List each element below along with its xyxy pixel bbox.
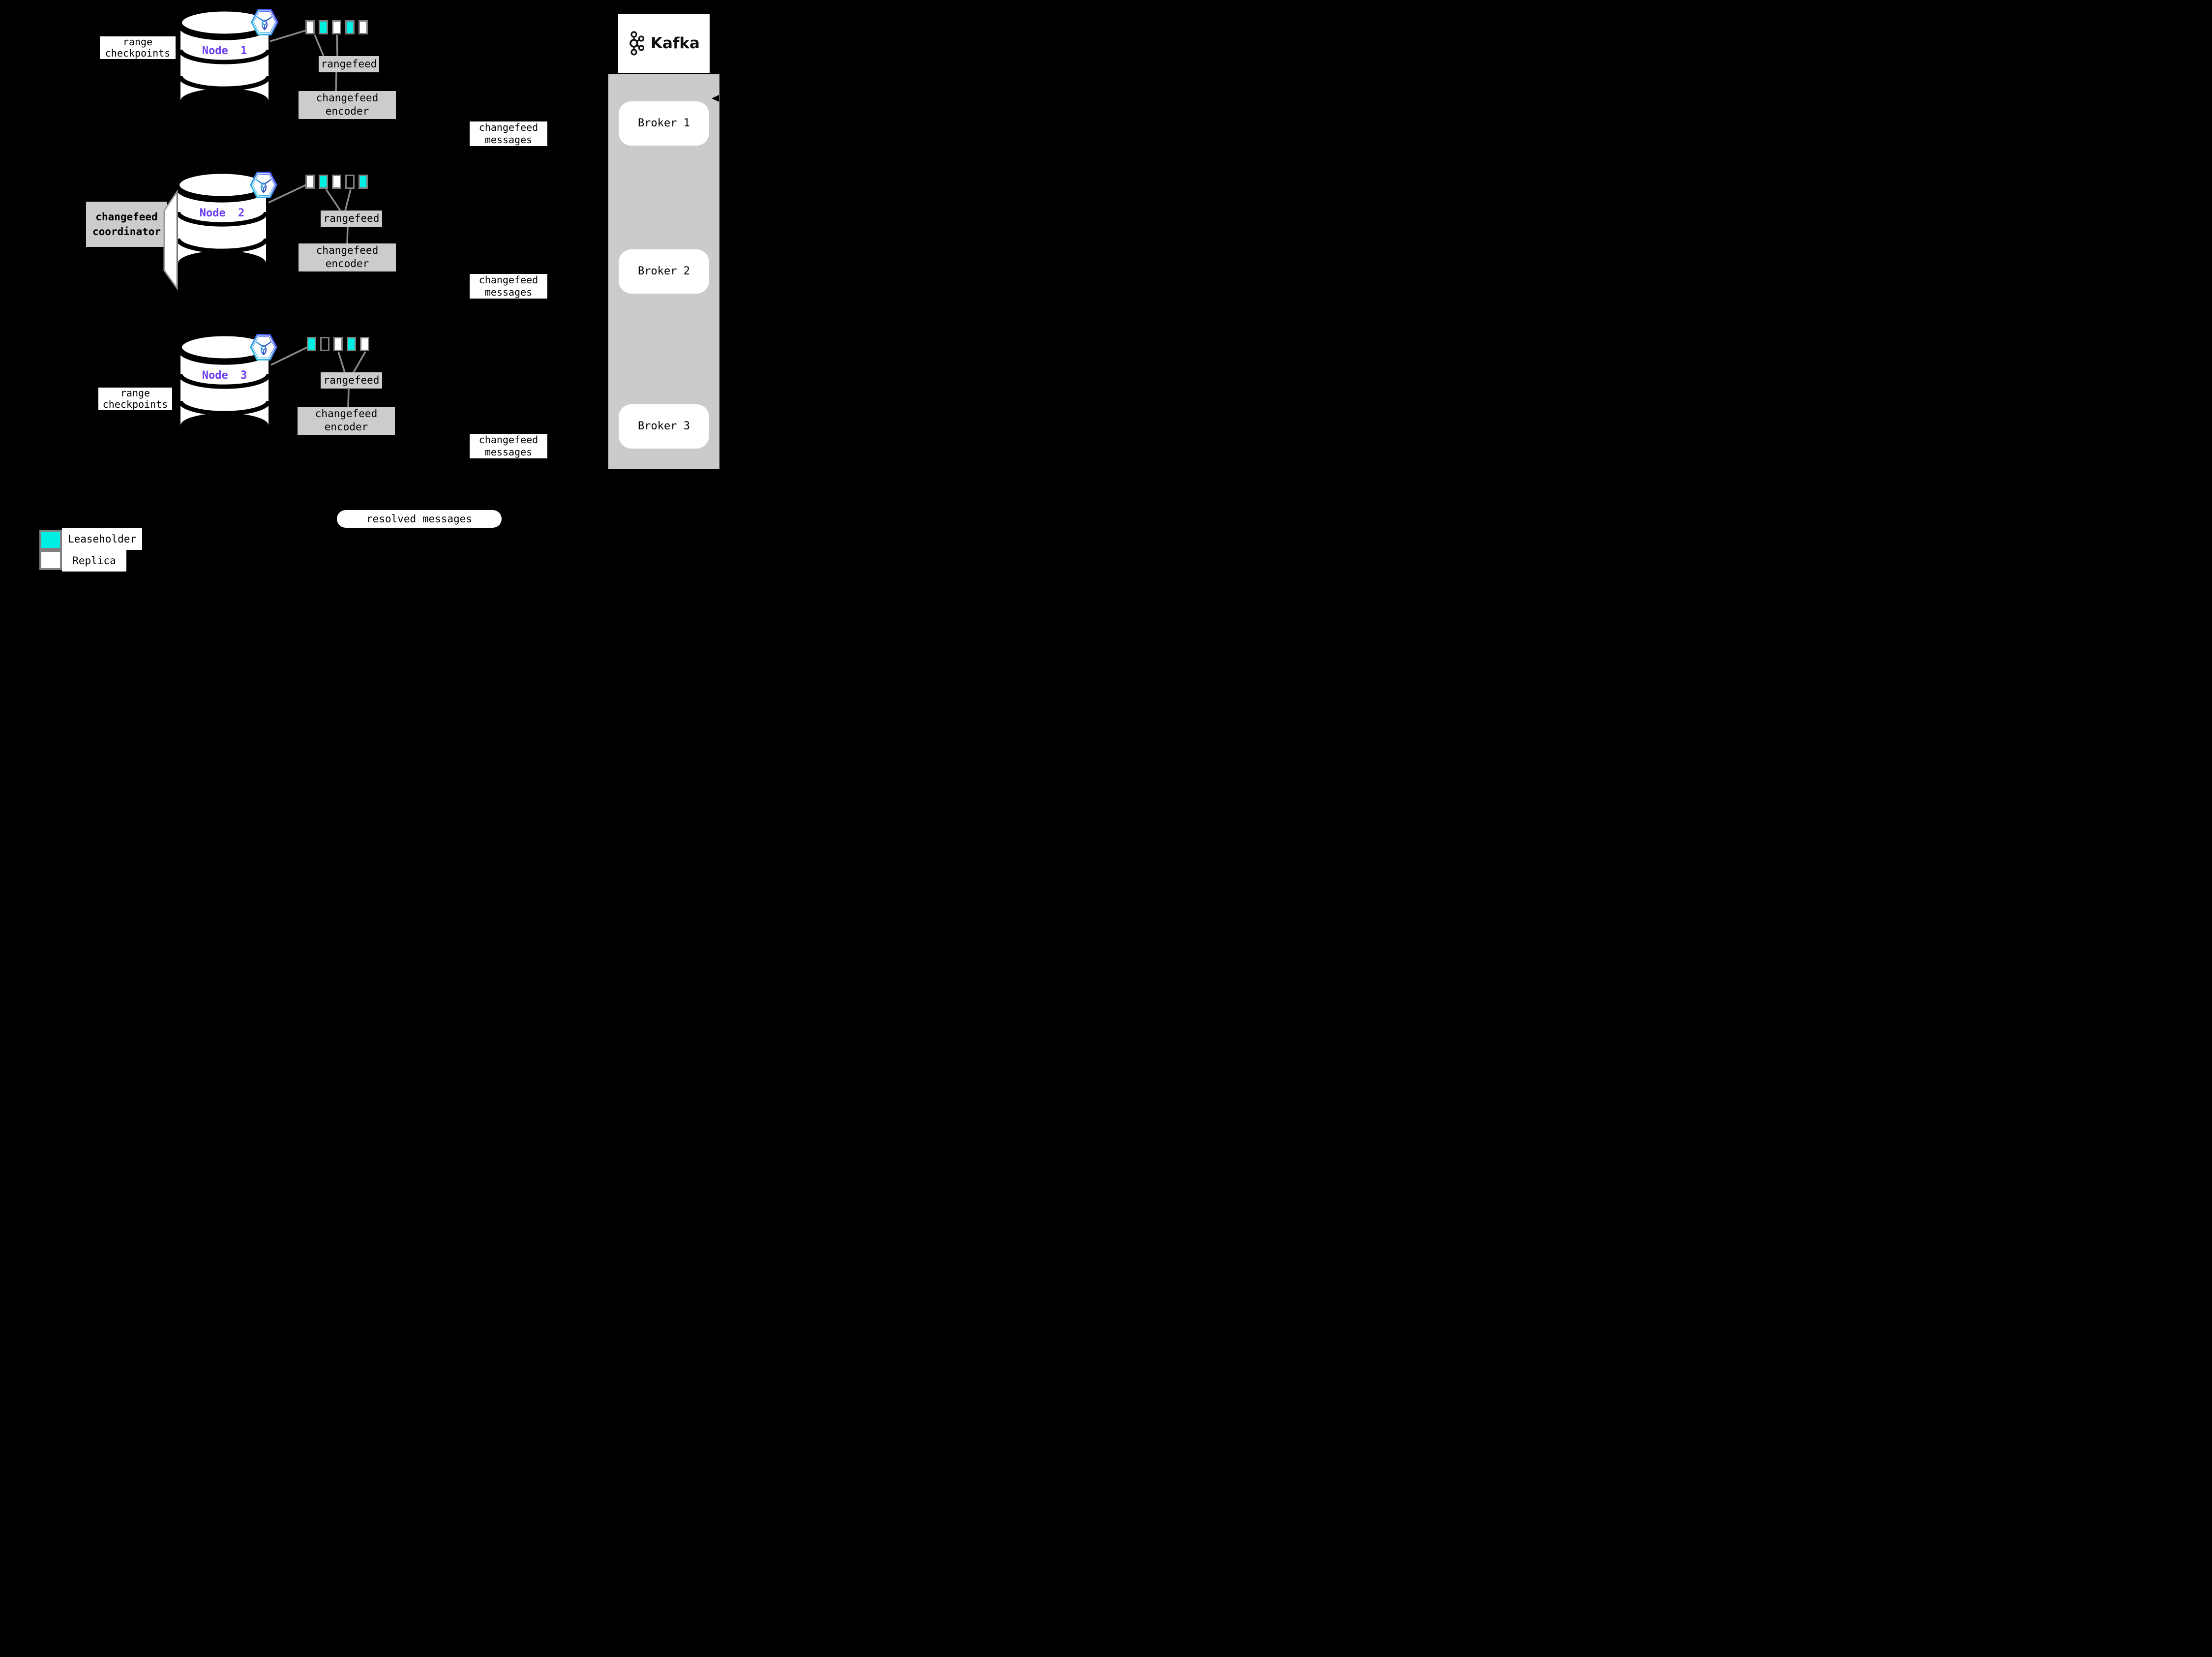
range-replica-square xyxy=(320,337,329,351)
kafka-logo-box: Kafka xyxy=(618,14,710,73)
connector-line xyxy=(325,189,341,211)
connector-line xyxy=(346,226,349,244)
range-replica-square xyxy=(360,337,369,351)
resolved-messages-label: resolved messages xyxy=(337,510,502,528)
changefeed-encoder-box-1: changefeed encoder xyxy=(299,91,396,119)
broker-3-box: Broker 3 xyxy=(619,404,709,449)
legend-replica-label: Replica xyxy=(62,550,126,572)
range-replica-square xyxy=(359,175,368,189)
broker-1-box: Broker 1 xyxy=(619,101,709,146)
range-replica-square xyxy=(345,175,355,189)
range-replica-square xyxy=(332,20,341,34)
database-cylinder-node3 xyxy=(179,333,269,425)
range-checkpoints-label-1: range checkpoints xyxy=(100,36,176,59)
range-replica-square xyxy=(359,20,368,34)
node-title-1: Node 1 xyxy=(202,45,247,57)
rangefeed-box-3: rangefeed xyxy=(321,372,382,389)
range-replica-square xyxy=(305,20,315,34)
cockroachdb-icon xyxy=(250,172,277,198)
changefeed-encoder-box-3: changefeed encoder xyxy=(298,407,395,435)
range-replica-square xyxy=(345,20,355,34)
cockroachdb-icon xyxy=(251,9,278,35)
legend-leaseholder-label: Leaseholder xyxy=(62,528,142,550)
connector-line xyxy=(344,189,352,211)
node-title-3: Node 3 xyxy=(202,369,247,382)
range-checkpoints-label-3: range checkpoints xyxy=(98,388,172,410)
changefeed-messages-label-2: changefeed messages xyxy=(470,274,547,299)
legend-leaseholder-swatch xyxy=(39,530,62,550)
kafka-icon xyxy=(629,31,645,56)
diagram-canvas: range checkpoints Node 1 rangefeed chang… xyxy=(0,0,771,577)
range-replica-square xyxy=(333,337,343,351)
cockroachdb-icon xyxy=(250,334,277,361)
changefeed-encoder-box-2: changefeed encoder xyxy=(299,243,396,271)
connector-line xyxy=(353,351,366,373)
rangefeed-box-2: rangefeed xyxy=(321,211,382,227)
connector-line xyxy=(337,351,346,373)
connector-line xyxy=(347,389,350,407)
range-replica-square xyxy=(305,175,315,189)
range-replica-square xyxy=(307,337,316,351)
changefeed-messages-label-1: changefeed messages xyxy=(470,121,547,146)
kafka-title: Kafka xyxy=(651,34,700,52)
range-replica-square xyxy=(332,175,341,189)
range-replica-square xyxy=(319,175,328,189)
legend-replica-swatch xyxy=(39,550,62,570)
connector-line xyxy=(314,34,325,57)
changefeed-coordinator-label: changefeed coordinator xyxy=(86,202,167,247)
range-replica-square xyxy=(347,337,356,351)
range-replica-square xyxy=(319,20,328,34)
node-title-2: Node 2 xyxy=(199,207,245,219)
broker-2-box: Broker 2 xyxy=(619,249,709,294)
rangefeed-box-1: rangefeed xyxy=(319,56,379,72)
database-cylinder-node1 xyxy=(179,9,269,101)
changefeed-messages-label-3: changefeed messages xyxy=(470,434,547,458)
